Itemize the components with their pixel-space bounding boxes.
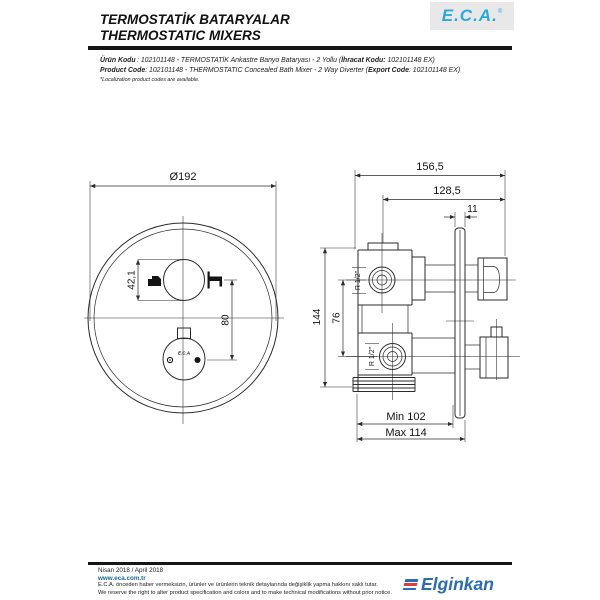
dim-knob-size-label: 42,1 bbox=[127, 270, 138, 290]
side-view: 156,5 128,5 11 144 76 bbox=[312, 161, 520, 442]
product-info: Ürün Kodu: 102101148 - TERMOSTATİK Ankas… bbox=[100, 56, 520, 85]
dim-knob-spacing-label: 80 bbox=[221, 314, 232, 326]
eca-logo: E.C.A.® bbox=[430, 2, 514, 30]
elginkan-bars-icon bbox=[402, 578, 419, 591]
temperature-icon bbox=[148, 276, 161, 286]
title-english: THERMOSTATIC MIXERS bbox=[100, 28, 261, 43]
front-view: Ø192 42,1 80 bbox=[84, 171, 284, 424]
export-text-en: : 102101148 EX) bbox=[408, 66, 461, 74]
product-label-en: Product Code bbox=[100, 66, 146, 74]
product-text-tr: : 102101148 - TERMOSTATİK Ankastre Banyo… bbox=[137, 57, 342, 64]
dim-diameter-label: Ø192 bbox=[170, 171, 197, 183]
diverter-handle bbox=[465, 319, 509, 380]
footer-date: Nisan 2018 / April 2018 bbox=[98, 567, 164, 574]
thermostat-handle bbox=[465, 257, 508, 301]
cold-indicator-icon bbox=[166, 356, 174, 364]
footer-info: Nisan 2018 / April 2018 www.eca.com.tr E… bbox=[98, 567, 398, 597]
export-label-tr: İhracat Kodu: bbox=[341, 57, 386, 64]
dim-max-depth-label: Max 114 bbox=[385, 427, 426, 439]
title-turkish: TERMOSTATİK BATARYALAR bbox=[100, 12, 290, 27]
bottom-thread-label: R 1/2" bbox=[369, 346, 376, 366]
footer-disclaimer-tr: E.C.A. önceden haber vermeksizin, ürünle… bbox=[98, 582, 378, 589]
dim-plate-thickness-label: 11 bbox=[467, 204, 478, 215]
dim-body-height-label: 144 bbox=[312, 308, 323, 325]
elginkan-logo: Elginkan bbox=[402, 574, 494, 595]
product-label-tr: Ürün Kodu bbox=[100, 57, 136, 64]
valve-body: R 1/2" R 1/2" bbox=[346, 233, 520, 400]
wall-plate bbox=[446, 227, 474, 419]
top-thread-label: R 1/2" bbox=[355, 270, 362, 290]
dim-total-depth-label: 156,5 bbox=[416, 161, 444, 173]
elginkan-logo-text: Elginkan bbox=[421, 574, 494, 594]
dim-port-spacing-label: 76 bbox=[332, 312, 343, 324]
export-text-tr: 102101148 EX) bbox=[385, 57, 435, 64]
page-title: TERMOSTATİK BATARYALAR THERMOSTATIC MIXE… bbox=[100, 12, 290, 44]
registered-mark: ® bbox=[497, 9, 503, 15]
footer-disclaimer-en: We reserve the right to alter product sp… bbox=[98, 589, 392, 596]
dim-min-depth-label: Min 102 bbox=[386, 411, 425, 423]
footer-website: www.eca.com.tr bbox=[98, 574, 146, 582]
dim-handle-depth-label: 128,5 bbox=[433, 185, 461, 197]
lever-icon bbox=[207, 271, 223, 289]
export-label-en: Export Code bbox=[367, 66, 409, 74]
hot-indicator-icon bbox=[194, 357, 201, 363]
product-text-en: : 102101148 - THERMOSTATIC Concealed Bat… bbox=[145, 66, 368, 74]
eca-logo-text: E.C.A. bbox=[441, 6, 498, 25]
product-line-en: Product Code: 102101148 - THERMOSTATIC C… bbox=[100, 66, 520, 76]
footer-divider bbox=[88, 562, 512, 565]
header-divider bbox=[88, 46, 512, 50]
knob-logo-text: E.C.A bbox=[178, 351, 190, 356]
product-line-tr: Ürün Kodu: 102101148 - TERMOSTATİK Ankas… bbox=[100, 56, 520, 66]
localization-note: *Localization product codes are availabl… bbox=[100, 76, 200, 83]
